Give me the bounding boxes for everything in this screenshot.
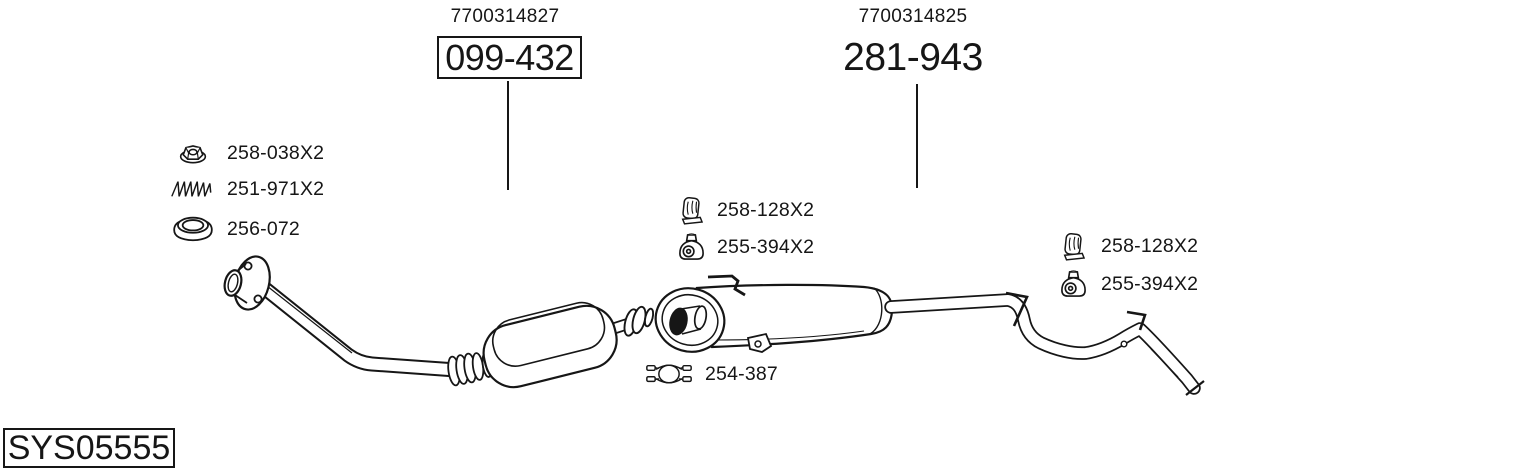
assembly-part-1: 099-432 bbox=[445, 36, 574, 78]
part-row-hanger-center: 258-128X2 bbox=[676, 194, 814, 226]
part-row-nut: 258-038X2 bbox=[170, 137, 324, 169]
part-label: 258-128X2 bbox=[717, 198, 815, 221]
gasket-ring-icon bbox=[170, 213, 216, 245]
rubber-hanger-icon bbox=[1056, 231, 1090, 261]
part-row-mount-center: 255-394X2 bbox=[676, 231, 814, 263]
part-label: 255-394X2 bbox=[1101, 272, 1199, 295]
tail-pipe bbox=[884, 291, 1205, 396]
hanger-rod-rear bbox=[1126, 310, 1147, 331]
part-label: 258-038X2 bbox=[227, 141, 325, 164]
part-label: 254-387 bbox=[705, 362, 778, 385]
diagram-id: SYS05555 bbox=[7, 428, 171, 467]
front-flange bbox=[223, 255, 271, 311]
rubber-hanger-icon bbox=[676, 195, 706, 225]
leader-lines bbox=[507, 81, 918, 190]
spring-icon bbox=[170, 178, 216, 200]
cat-outlet-flange bbox=[623, 305, 655, 337]
clamp-icon bbox=[644, 361, 694, 387]
catalytic-converter bbox=[482, 301, 618, 389]
diagram-id-box: SYS05555 bbox=[3, 428, 175, 468]
mount-bracket-icon bbox=[676, 232, 706, 262]
part-row-clamp: 254-387 bbox=[644, 358, 778, 390]
assembly-part-2: 281-943 bbox=[843, 36, 983, 79]
mount-bracket-icon bbox=[1056, 269, 1090, 299]
part-row-spring: 251-971X2 bbox=[170, 173, 324, 205]
part-row-gasket: 256-072 bbox=[170, 213, 300, 245]
assembly-ref-1: 7700314827 bbox=[450, 6, 560, 27]
front-pipe bbox=[250, 275, 508, 378]
muffler bbox=[654, 274, 894, 353]
part-label: 251-971X2 bbox=[227, 177, 325, 200]
part-label: 255-394X2 bbox=[717, 235, 815, 258]
part-row-hanger-rear: 258-128X2 bbox=[1056, 230, 1198, 262]
muffler-bottom-bracket bbox=[746, 332, 773, 353]
muffler-top-bracket bbox=[707, 274, 746, 297]
part-row-mount-rear: 255-394X2 bbox=[1056, 268, 1198, 300]
hanger-rod-front bbox=[1005, 291, 1029, 327]
assembly-ref-2: 7700314825 bbox=[858, 6, 968, 27]
flange-nut-icon bbox=[170, 142, 216, 164]
part-label: 256-072 bbox=[227, 217, 300, 240]
assembly-part-1-box: 099-432 bbox=[437, 36, 582, 79]
part-label: 258-128X2 bbox=[1101, 234, 1199, 257]
